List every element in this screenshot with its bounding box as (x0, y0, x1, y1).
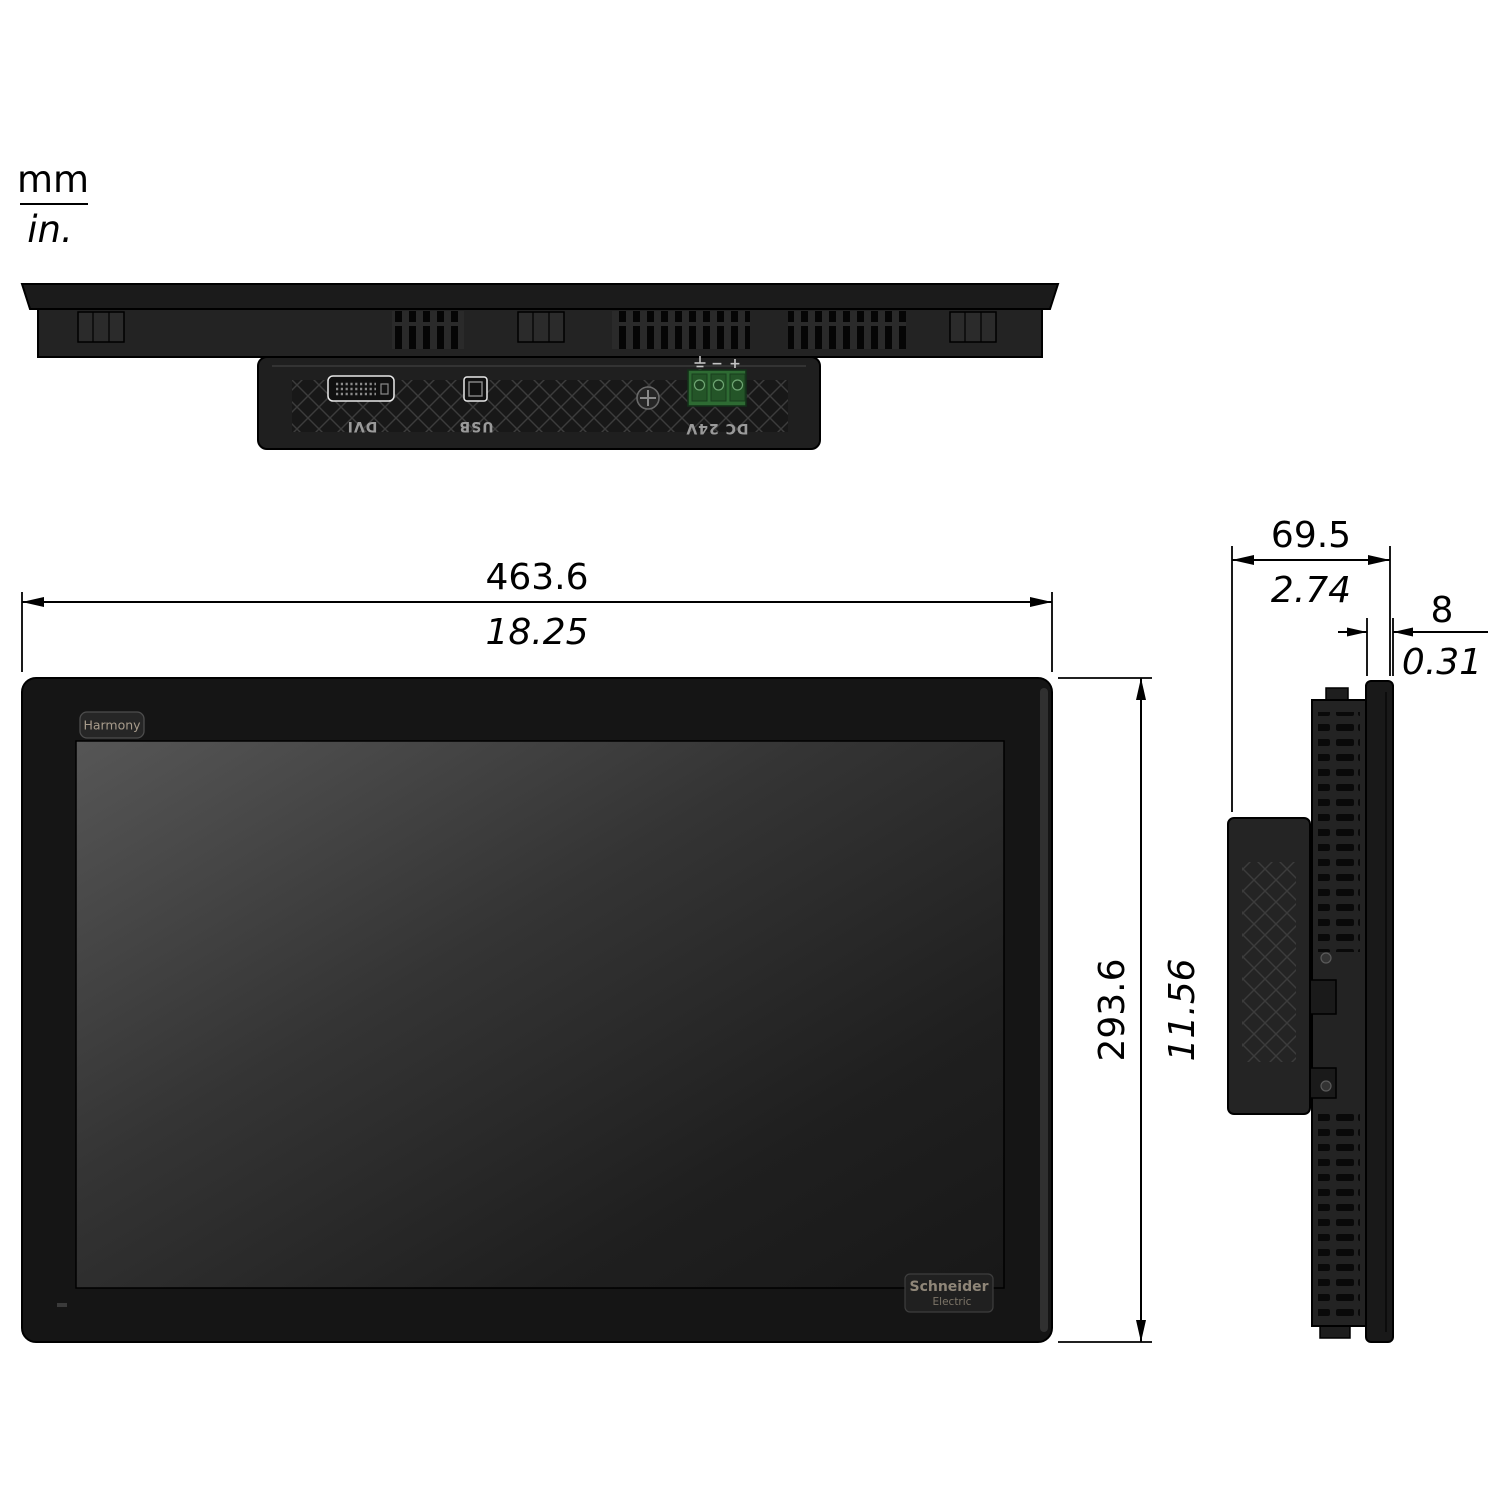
width-in-value: 18.25 (485, 612, 588, 653)
dvi-label: DVI (347, 418, 378, 434)
bezel-mm-value: 8 (1431, 590, 1454, 631)
arrowhead-right (1393, 627, 1413, 637)
arrowhead-left (22, 597, 44, 607)
height-in-value: 11.56 (1162, 958, 1203, 1061)
arrowhead-right (1030, 597, 1052, 607)
brand-badge-label: Harmony (83, 718, 141, 733)
depth-dimension: 69.5 2.74 (1231, 515, 1391, 812)
brand-badge: Harmony (79, 711, 145, 739)
display-screen (75, 740, 1005, 1289)
bezel-edge-highlight (1040, 688, 1048, 1332)
width-dimension: 463.6 18.25 (21, 557, 1053, 672)
side-front-bezel (1365, 680, 1394, 1343)
front-view: Harmony Schneider Electric (21, 677, 1053, 1343)
arrowhead-top (1136, 678, 1146, 700)
side-vents-upper (1318, 712, 1360, 952)
depth-mm-value: 69.5 (1271, 515, 1351, 556)
usb-label: USB (458, 418, 493, 434)
unit-mm-label: mm (17, 158, 89, 201)
power-terminal: − + DC 24V (685, 356, 749, 436)
dvi-port: DVI (327, 375, 395, 434)
usb-connector (463, 376, 488, 402)
unit-in-label: in. (27, 208, 73, 251)
status-indicator (57, 1303, 67, 1307)
schneider-logo: Schneider Electric (904, 1273, 994, 1313)
mount-clip (517, 311, 565, 343)
arrowhead-left (1347, 627, 1367, 637)
ground-screw-icon (636, 386, 660, 410)
bezel-dimension: 8 0.31 (1338, 590, 1488, 683)
minus-mark: − (711, 356, 723, 372)
mounting-clips (77, 311, 997, 343)
bottom-view-bezel-edge (20, 283, 1060, 310)
height-mm-value: 293.6 (1092, 958, 1133, 1061)
width-mm-value: 463.6 (485, 557, 588, 598)
height-dimension: 293.6 11.56 (1058, 677, 1203, 1343)
bottom-view: DVI USB − + (20, 283, 1060, 450)
arrowhead-right (1368, 555, 1390, 565)
mount-clip (949, 311, 997, 343)
logo-line1: Schneider (909, 1279, 988, 1295)
plus-mark: + (729, 356, 741, 372)
unit-legend: mm in. (17, 158, 89, 251)
usb-port: USB (458, 376, 494, 434)
side-vents-lower (1318, 1108, 1360, 1320)
side-view (1227, 680, 1394, 1343)
bezel-in-value: 0.31 (1402, 642, 1482, 683)
bottom-vents (392, 311, 906, 349)
mounting-bracket (1227, 817, 1311, 1115)
side-screw (1320, 1080, 1332, 1092)
side-screw (1320, 952, 1332, 964)
power-label: DC 24V (685, 420, 748, 436)
depth-in-value: 2.74 (1271, 570, 1351, 611)
arrowhead-bottom (1136, 1320, 1146, 1342)
bracket-texture (1242, 862, 1296, 1062)
logo-line2: Electric (933, 1296, 972, 1308)
mount-clip (77, 311, 125, 343)
arrowhead-left (1232, 555, 1254, 565)
